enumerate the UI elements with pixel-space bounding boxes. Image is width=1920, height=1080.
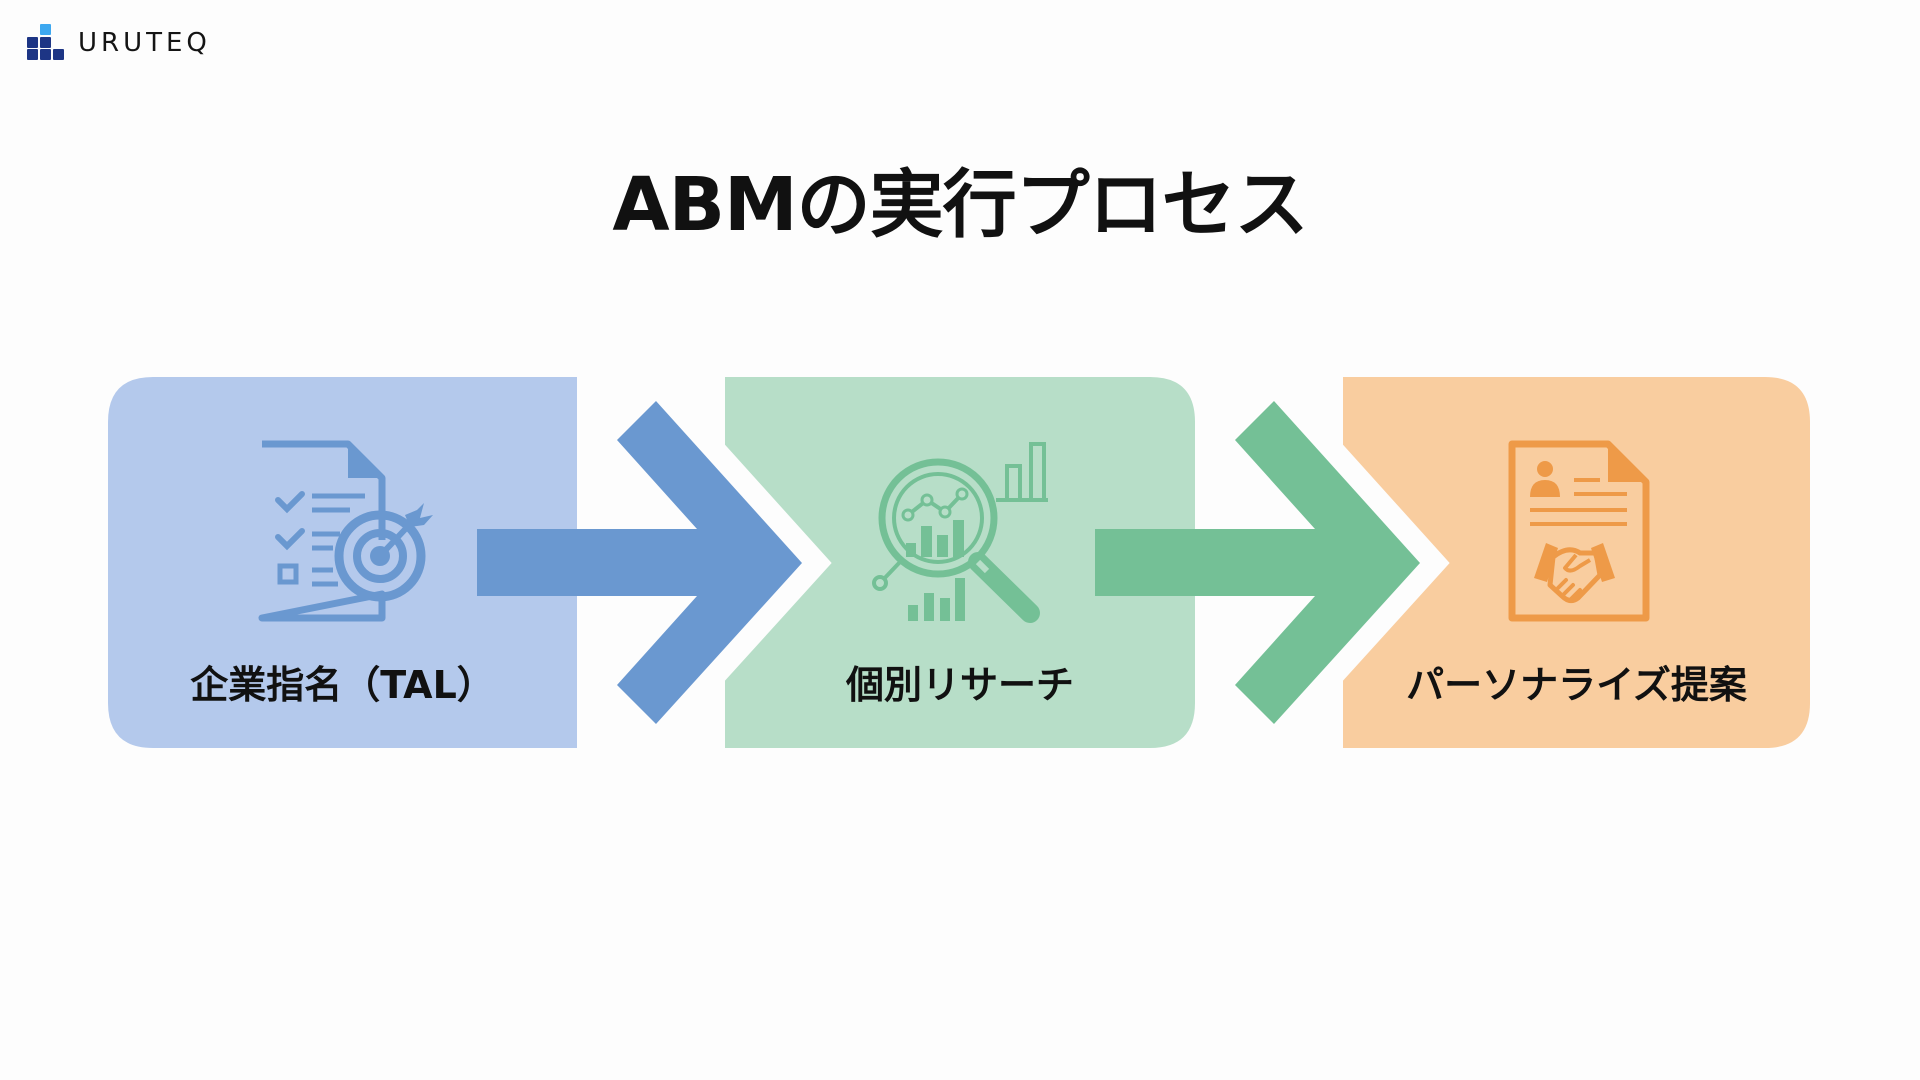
step-box-2	[725, 377, 1195, 748]
brand-name: URUTEQ	[78, 28, 211, 58]
arrow-right-icon	[1095, 401, 1420, 724]
step-label-1: 企業指名（TAL）	[190, 663, 495, 707]
arrow-right-icon	[477, 401, 802, 724]
handshake-document-icon	[1508, 440, 1650, 622]
logo-blocks-icon	[27, 24, 67, 60]
step-box-3	[1343, 377, 1810, 748]
brand-logo: URUTEQ	[27, 24, 207, 60]
step-label-2: 個別リサーチ	[845, 663, 1074, 707]
magnifier-chart-icon	[872, 442, 1048, 623]
step-label-3: パーソナライズ提案	[1406, 663, 1747, 707]
checklist-target-icon	[258, 440, 433, 622]
page-title: ABMの実行プロセス	[612, 162, 1308, 248]
